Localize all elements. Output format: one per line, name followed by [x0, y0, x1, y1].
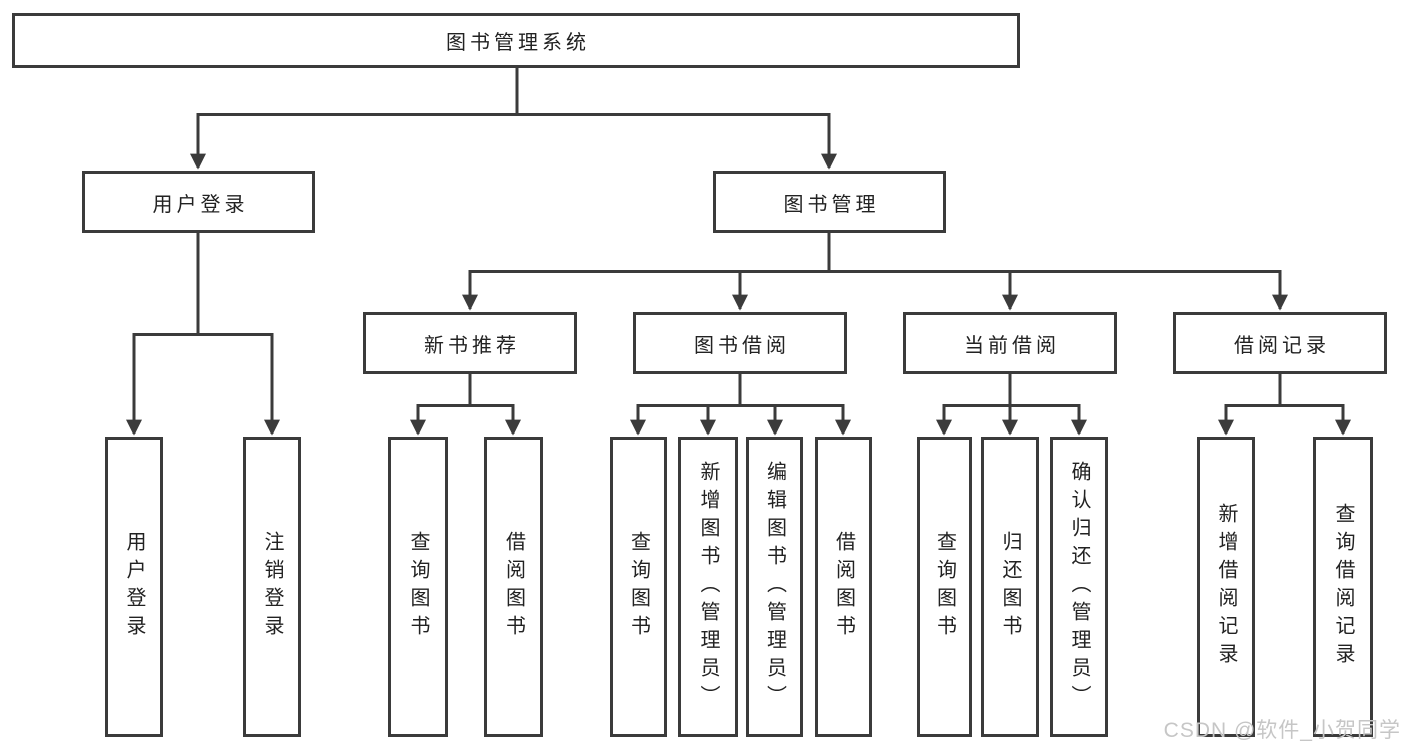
- node-root-label: 图书管理系统: [446, 32, 590, 54]
- node-new-book-recommend: 新书推荐: [363, 312, 577, 374]
- leaf-borrow-edit: 编辑图书（管理员）: [746, 437, 803, 737]
- leaf-records-add: 新增借阅记录: [1197, 437, 1255, 737]
- leaf-records-query: 查询借阅记录: [1313, 437, 1373, 737]
- leaf-borrow-add-label: 新增图书（管理员）: [697, 461, 719, 713]
- leaf-newbook-borrow: 借阅图书: [484, 437, 543, 737]
- leaf-current-confirm: 确认归还（管理员）: [1050, 437, 1108, 737]
- node-user-login-label: 用户登录: [152, 193, 249, 216]
- leaf-current-query-label: 查询图书: [933, 531, 956, 643]
- node-borrow-records-label: 借阅记录: [1234, 334, 1330, 357]
- node-book-borrow-label: 图书借阅: [694, 334, 790, 357]
- node-book-management-label: 图书管理: [783, 193, 880, 216]
- node-book-borrow: 图书借阅: [633, 312, 847, 374]
- leaf-current-confirm-label: 确认归还（管理员）: [1068, 461, 1090, 713]
- node-user-login: 用户登录: [82, 171, 315, 233]
- leaf-borrow-query-label: 查询图书: [627, 531, 650, 643]
- leaf-borrow-query: 查询图书: [610, 437, 667, 737]
- leaf-newbook-borrow-label: 借阅图书: [502, 531, 525, 643]
- leaf-user-login: 用户登录: [105, 437, 163, 737]
- leaf-borrow-edit-label: 编辑图书（管理员）: [763, 461, 786, 713]
- node-current-borrow: 当前借阅: [903, 312, 1117, 374]
- leaf-logout: 注销登录: [243, 437, 301, 737]
- leaf-current-return-label: 归还图书: [999, 531, 1021, 643]
- leaf-newbook-query-label: 查询图书: [407, 531, 429, 643]
- leaf-current-query: 查询图书: [917, 437, 972, 737]
- leaf-borrow-borrow: 借阅图书: [815, 437, 872, 737]
- node-book-management: 图书管理: [713, 171, 946, 233]
- node-current-borrow-label: 当前借阅: [964, 334, 1060, 357]
- node-borrow-records: 借阅记录: [1173, 312, 1387, 374]
- leaf-user-login-label: 用户登录: [123, 531, 145, 643]
- node-new-book-recommend-label: 新书推荐: [424, 334, 520, 357]
- node-root: 图书管理系统: [12, 13, 1020, 68]
- leaf-borrow-add: 新增图书（管理员）: [678, 437, 738, 737]
- leaf-records-add-label: 新增借阅记录: [1215, 503, 1237, 671]
- leaf-records-query-label: 查询借阅记录: [1332, 503, 1354, 671]
- leaf-current-return: 归还图书: [981, 437, 1039, 737]
- leaf-newbook-query: 查询图书: [388, 437, 448, 737]
- csdn-watermark: CSDN @软件_小贺同学: [1163, 719, 1401, 742]
- leaf-logout-label: 注销登录: [261, 531, 283, 643]
- leaf-borrow-borrow-label: 借阅图书: [832, 531, 855, 643]
